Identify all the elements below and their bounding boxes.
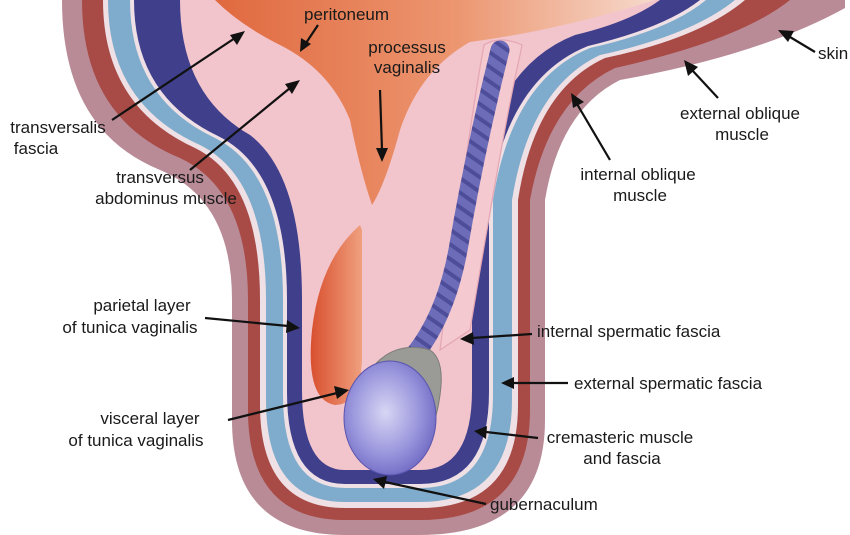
arrow-parietal-head <box>286 320 300 333</box>
spermatic-cord-group <box>400 39 523 370</box>
arrow-parietal <box>204 316 289 328</box>
visceral-layer-region <box>310 225 362 405</box>
testis-group <box>343 346 442 481</box>
label-cremasteric-line2: and fascia <box>583 449 661 468</box>
arrow-visceral <box>227 391 338 422</box>
label-external-spermatic-fascia: external spermatic fascia <box>574 374 763 393</box>
arrow-processus <box>378 89 384 151</box>
label-cremasteric-line1: cremasteric muscle <box>547 428 693 447</box>
label-processus-vaginalis-line1: processus <box>368 38 445 57</box>
label-parietal-layer-line2: of tunica vaginalis <box>62 318 197 337</box>
arrow-external-oblique <box>691 69 719 99</box>
arrow-transversus <box>189 87 291 171</box>
arrow-internal-spermatic-head <box>460 332 474 345</box>
arrow-peritoneum-head <box>300 38 311 52</box>
testis <box>343 360 437 476</box>
arrow-internal-oblique <box>576 103 611 161</box>
label-visceral-layer-line1: visceral layer <box>100 409 200 428</box>
label-peritoneum: peritoneum <box>304 5 389 24</box>
arrow-processus-head <box>376 148 388 162</box>
label-transversalis-fascia-line2: fascia <box>14 139 59 158</box>
labels: peritoneum processus vaginalis skin tran… <box>10 5 848 514</box>
arrow-cremasteric <box>485 430 539 440</box>
abdominal-cavity <box>215 0 655 205</box>
label-processus-vaginalis-line2: vaginalis <box>374 58 440 77</box>
pointer-arrows <box>111 24 816 506</box>
spermatic-cord <box>400 40 510 370</box>
anatomy-layers <box>62 0 845 535</box>
label-parietal-layer-line1: parietal layer <box>93 296 191 315</box>
arrow-internal-spermatic <box>471 332 533 340</box>
label-external-oblique-line1: external oblique <box>680 104 800 123</box>
arrow-transversalis-head <box>230 31 245 45</box>
label-external-oblique-line2: muscle <box>715 125 769 144</box>
label-internal-spermatic-fascia: internal spermatic fascia <box>537 322 721 341</box>
label-gubernaculum: gubernaculum <box>490 495 598 514</box>
label-internal-oblique-line2: muscle <box>613 186 667 205</box>
arrow-peritoneum <box>305 24 319 44</box>
label-transversus-abdominus-line2: abdominus muscle <box>95 189 237 208</box>
label-internal-oblique-line1: internal oblique <box>580 165 695 184</box>
arrow-skin <box>789 36 816 53</box>
arrow-gubernaculum-head <box>373 476 387 489</box>
arrow-visceral-head <box>334 386 349 399</box>
label-transversus-abdominus-line1: transversus <box>116 168 204 187</box>
arrow-transversus-head <box>285 80 300 94</box>
arrow-cremasteric-head <box>474 426 487 439</box>
arrow-gubernaculum <box>384 480 487 506</box>
arrow-skin-head <box>778 30 794 42</box>
label-transversalis-fascia-line1: transversalis <box>10 118 105 137</box>
label-visceral-layer-line2: of tunica vaginalis <box>68 431 203 450</box>
arrow-external-spermatic-head <box>501 377 514 389</box>
inner-cavity <box>180 0 660 470</box>
arrow-external-oblique-head <box>684 60 698 76</box>
label-skin: skin <box>818 44 848 63</box>
arrow-transversalis <box>111 37 236 121</box>
arrow-internal-oblique-head <box>571 93 584 108</box>
